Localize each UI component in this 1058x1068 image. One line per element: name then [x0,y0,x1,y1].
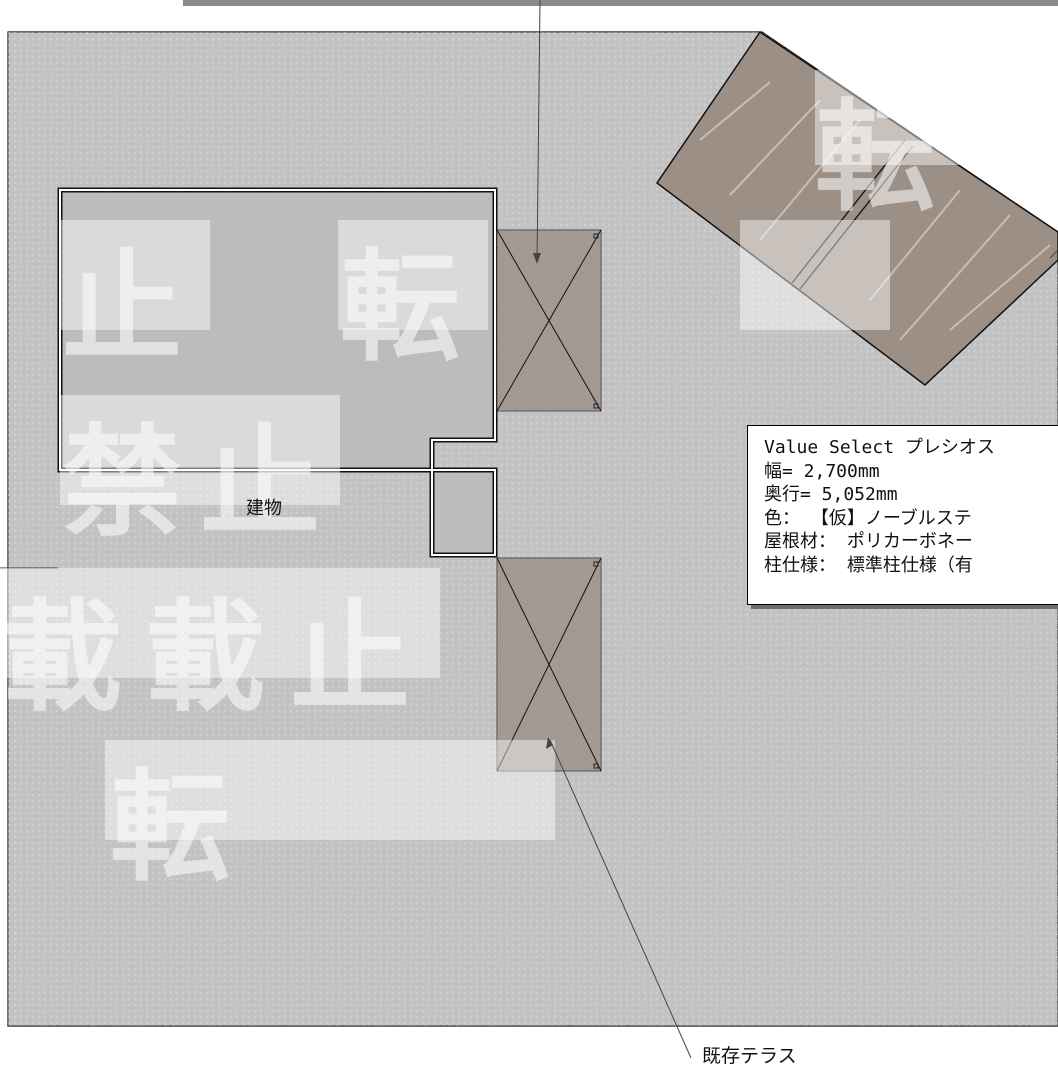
building-inner [59,189,496,556]
bottom-arrowhead [546,737,553,749]
carport-roof [655,30,1058,386]
top-bar [183,0,1058,6]
top-arrowhead [533,253,541,264]
spec-color: 色： 【仮】ノーブルステ [764,507,972,529]
terrace-lower [496,557,602,772]
watermark [0,70,965,840]
spec-product-name: Value Select プレシオス [764,437,995,458]
bottom-leader-line [549,739,692,1059]
spec-width: 幅= 2,700mm [764,460,880,482]
terrace-upper [496,229,602,412]
spec-box: Value Select プレシオス 幅= 2,700mm 奥行= 5,052m… [747,425,1058,605]
building-label: 建物 [246,498,282,519]
spec-pointer-line [1049,249,1058,259]
spec-pillar: 柱仕様： 標準柱仕様（有 [764,554,973,576]
spec-roof-material: 屋根材： ポリカーボネー [764,531,973,552]
spec-depth: 奥行= 5,052mm [764,484,898,505]
top-leader-line [536,0,541,263]
existing-terrace-label: 既存テラス [702,1045,797,1067]
